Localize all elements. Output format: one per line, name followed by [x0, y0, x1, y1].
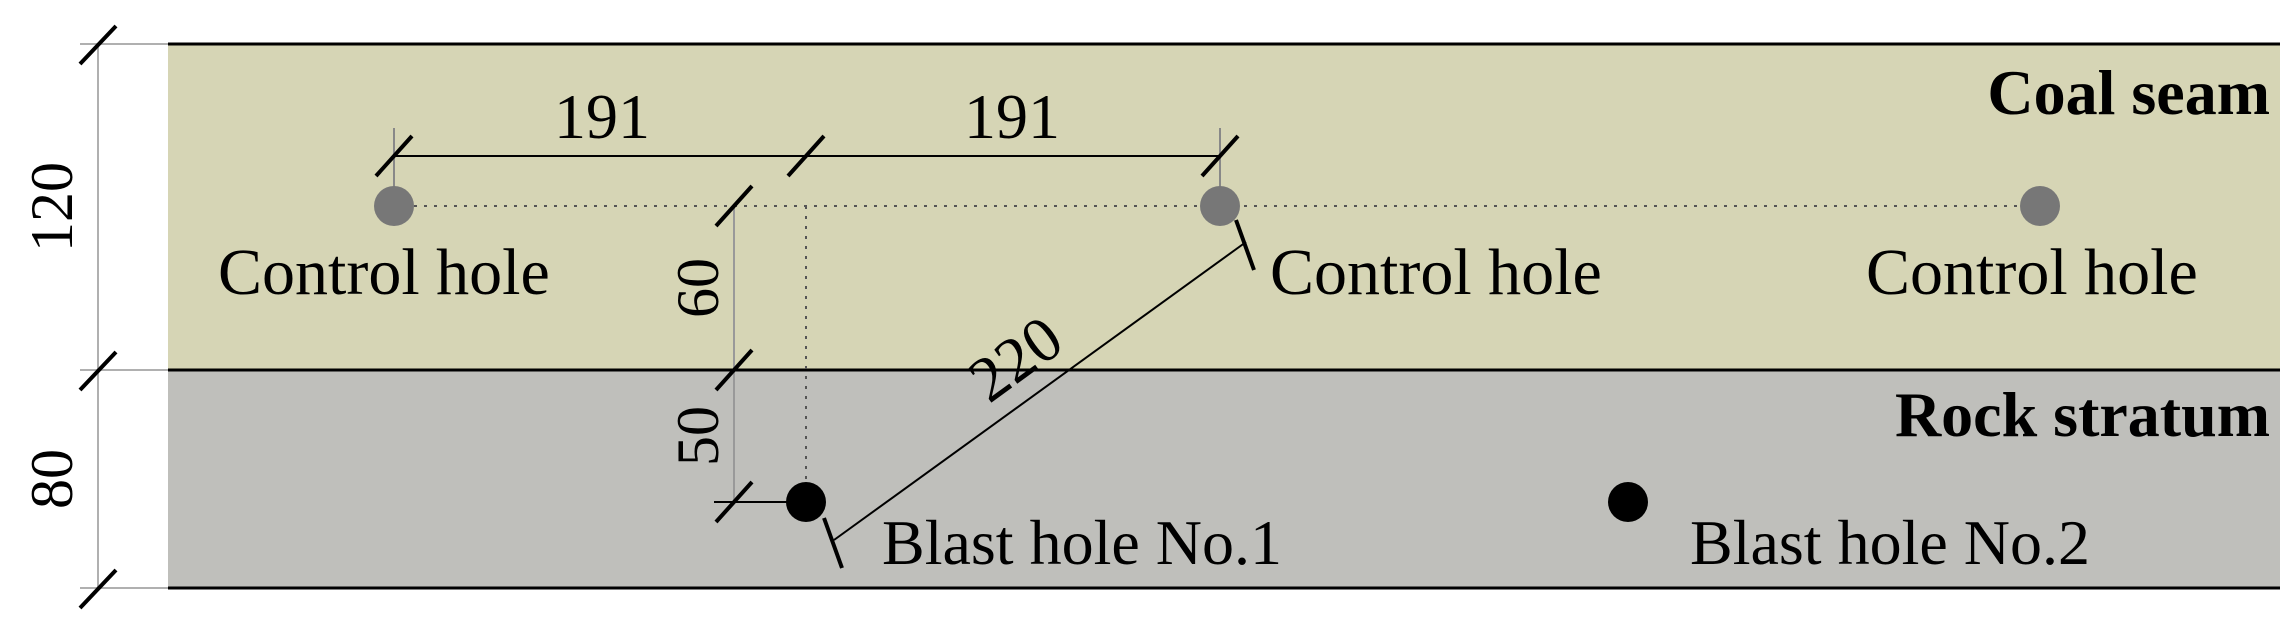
coal-thickness-label: 120: [19, 162, 85, 252]
vertical-tick-middle: [714, 348, 754, 392]
spacing-2-label: 191: [964, 81, 1060, 152]
vertical-tick-bottom: [714, 480, 754, 524]
control-hole-2-label: Control hole: [1270, 236, 1602, 309]
thickness-tick-top: [78, 24, 118, 66]
control-hole-1-marker: [374, 186, 414, 226]
blast-hole-2-marker: [1608, 482, 1648, 522]
diagonal-tick-top: [1234, 219, 1256, 271]
diagonal-dimension-line: [833, 241, 1247, 541]
blast-hole-1-marker: [786, 482, 826, 522]
vertical-upper-label: 60: [665, 258, 731, 318]
control-hole-3-label: Control hole: [1866, 236, 2198, 309]
spacing-tick-right: [1200, 134, 1240, 178]
control-hole-1-label: Control hole: [218, 236, 550, 309]
rock-thickness-label: 80: [19, 449, 85, 509]
rock-stratum-layer: [168, 370, 2280, 588]
thickness-tick-bottom: [78, 568, 118, 610]
spacing-1-label: 191: [554, 81, 650, 152]
vertical-lower-label: 50: [665, 406, 731, 466]
vertical-tick-top: [714, 184, 754, 228]
spacing-tick-center: [786, 134, 826, 178]
blast-hole-1-label: Blast hole No.1: [882, 507, 1282, 578]
spacing-tick-left: [374, 134, 414, 178]
diagonal-tick-bottom: [822, 517, 844, 569]
rock-stratum-label: Rock stratum: [1895, 379, 2270, 450]
blast-hole-2-label: Blast hole No.2: [1690, 507, 2090, 578]
control-hole-2-marker: [1200, 186, 1240, 226]
control-hole-3-marker: [2020, 186, 2060, 226]
thickness-tick-middle: [78, 350, 118, 392]
coal-seam-label: Coal seam: [1987, 57, 2270, 128]
